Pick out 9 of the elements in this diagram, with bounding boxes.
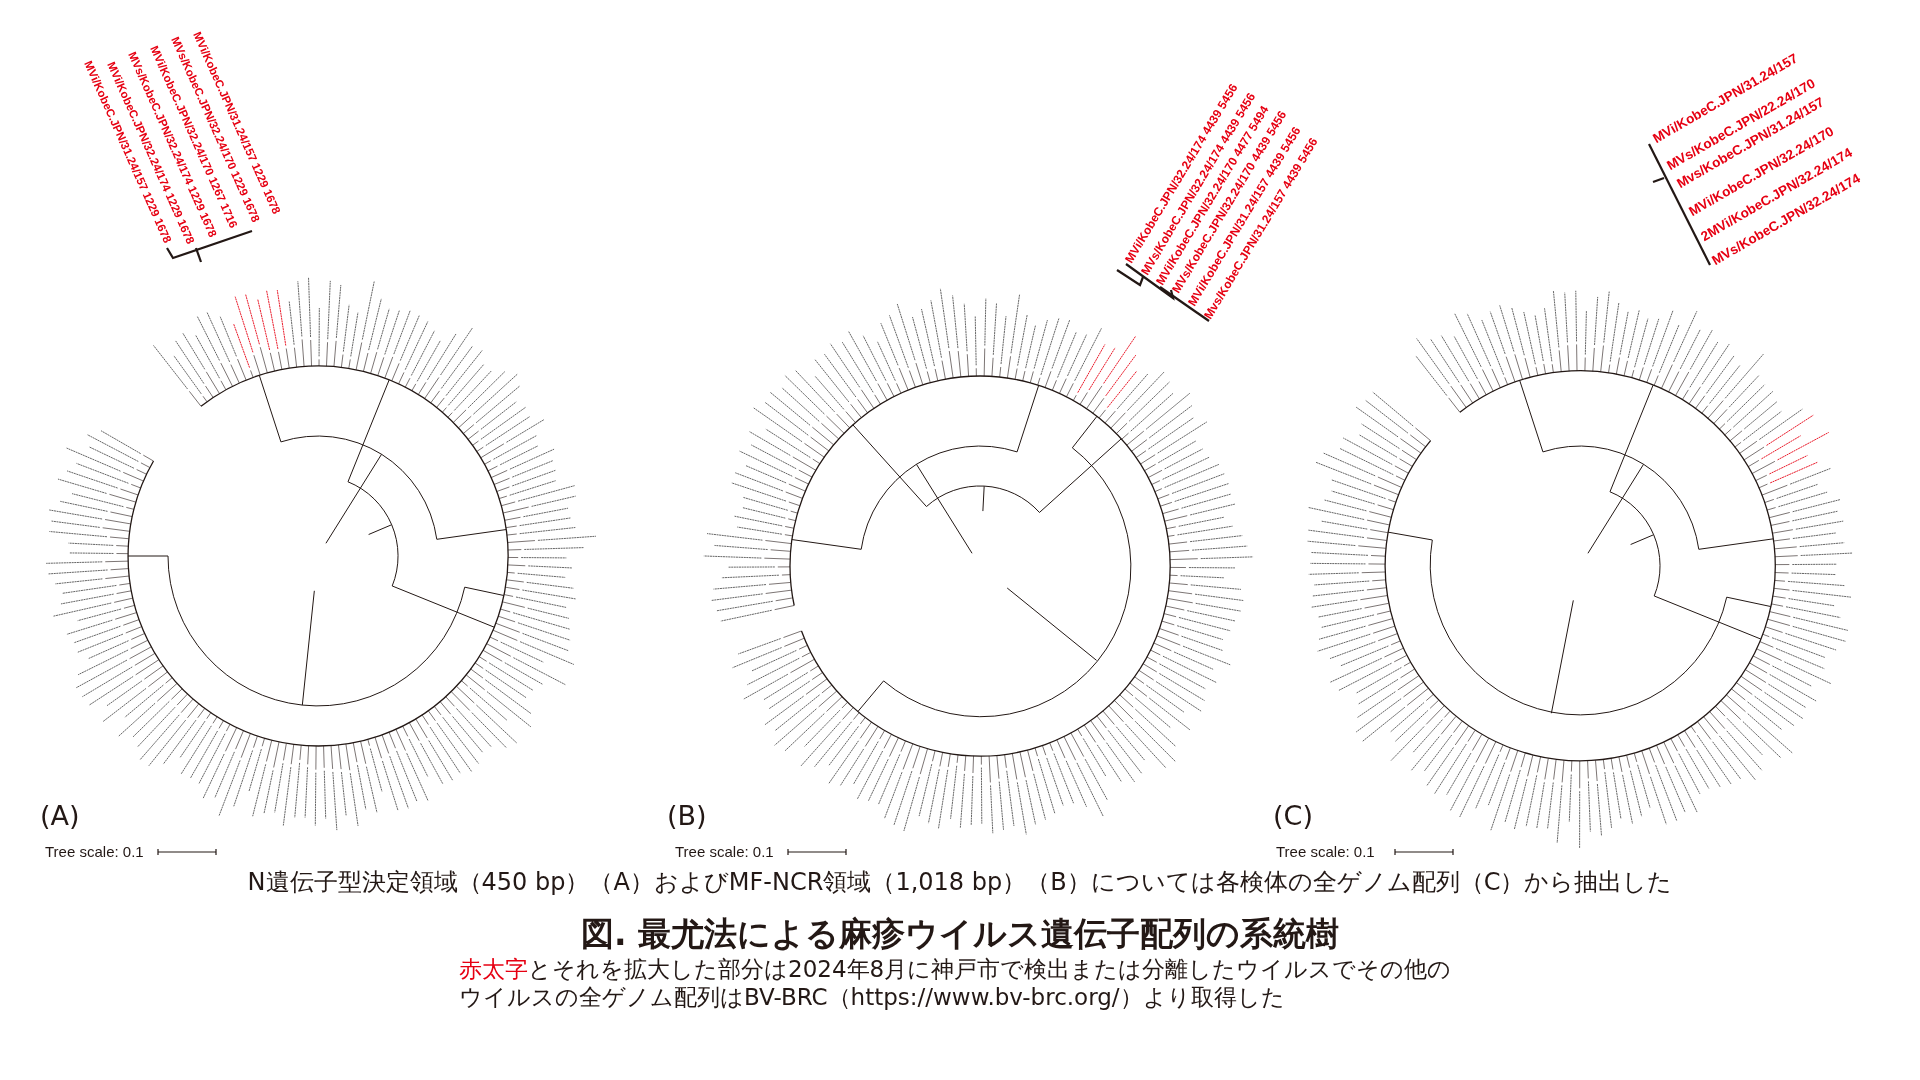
scale-label: Tree scale: 0.1 bbox=[45, 843, 144, 860]
region-note: N遺伝子型決定領域（450 bp）（A）およびMF-NCR領域（1,018 bp）（B）については各検体の全ゲノム配列（C）から抽出した bbox=[247, 867, 1673, 898]
figure-caption: 赤太字とそれを拡大した部分は2024年8月に神戸市で検出または分離したウイルスでその他のウイルスの全ゲノム配列はBV-BRC（https://www.bv-brc.org/）より取得した bbox=[459, 955, 1453, 1011]
panel-label: (A) bbox=[40, 800, 80, 831]
figure-title: 図. 最尤法による麻疹ウイルス遺伝子配列の系統樹 bbox=[581, 913, 1339, 955]
scale-label: Tree scale: 0.1 bbox=[1276, 843, 1375, 860]
panel-label: (B) bbox=[667, 800, 707, 831]
scale-label: Tree scale: 0.1 bbox=[675, 843, 774, 860]
panel-label: (C) bbox=[1273, 800, 1313, 831]
